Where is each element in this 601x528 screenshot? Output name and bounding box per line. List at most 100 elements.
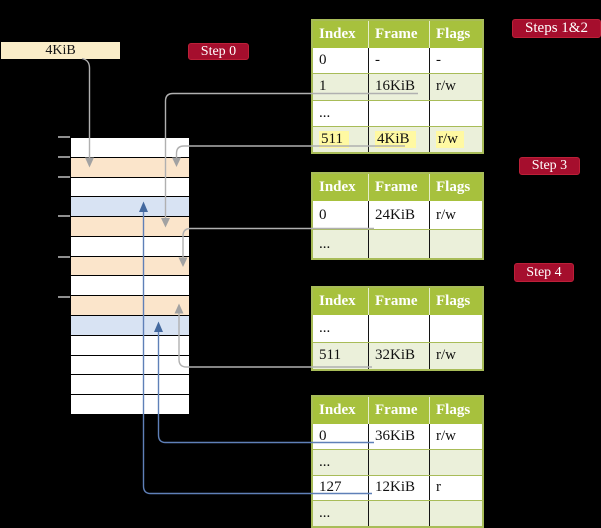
table-cell: 32KiB: [368, 342, 429, 369]
memory-row-white: [71, 138, 189, 158]
column-header-index: Index: [319, 293, 356, 309]
memory-row-white: [71, 177, 189, 198]
table-cell: 511: [319, 347, 341, 364]
table-cell: [429, 315, 482, 342]
step0-label: Step 0: [200, 43, 237, 59]
table-cell: 12KiB: [368, 475, 429, 501]
table-cell: ...: [319, 453, 331, 470]
table-cell: [429, 230, 482, 258]
column-header-flags: Flags: [429, 21, 482, 48]
table-cell: 4KiB: [368, 126, 429, 152]
table-row: 0 --: [313, 48, 482, 74]
memory-stack: [70, 137, 190, 415]
table-cell: [368, 315, 429, 342]
table-cell: r/w: [429, 424, 482, 449]
frame-size-box: 4KiB: [1, 42, 120, 59]
tick-mark: [58, 136, 70, 138]
memory-row-peach: [71, 157, 189, 178]
table-cell: ...: [319, 104, 331, 121]
memory-row-blue: [71, 316, 189, 336]
highlighted-value: r/w: [436, 130, 464, 148]
table-cell: [429, 449, 482, 475]
column-header-index: Index: [319, 179, 356, 195]
table-cell: 36KiB: [368, 424, 429, 449]
memory-row-white: [71, 236, 189, 257]
step3-label: Step 3: [531, 158, 568, 173]
memory-row-white: [71, 375, 189, 396]
column-header-index: Index: [319, 402, 356, 418]
memory-row-white: [71, 355, 189, 376]
column-header-frame: Frame: [368, 21, 429, 48]
table-row: ...: [313, 448, 482, 475]
table-row: ...: [313, 500, 482, 526]
table-cell: [368, 449, 429, 475]
table-cell: 16KiB: [368, 74, 429, 100]
tick-mark: [58, 215, 70, 217]
step3-chip: Step 3: [519, 157, 580, 175]
table-row: ...: [313, 229, 482, 258]
column-header-frame: Frame: [368, 397, 429, 424]
tick-mark: [58, 176, 70, 178]
table-cell: ...: [319, 505, 331, 522]
table-row: ...: [313, 315, 482, 342]
table-cell: 0: [319, 52, 327, 69]
table-cell: -: [368, 48, 429, 74]
table-cell: [368, 230, 429, 258]
table-cell: r/w: [429, 342, 482, 369]
memory-row-peach: [71, 256, 189, 277]
table-cell: ...: [319, 319, 331, 336]
table-cell: 127: [319, 479, 342, 496]
tick-mark: [58, 256, 70, 258]
step4-label: Step 4: [526, 264, 562, 280]
highlighted-value: 4KiB: [375, 130, 416, 148]
table-cell: [368, 501, 429, 526]
table-cell: r: [429, 475, 482, 501]
memory-row-white: [71, 276, 189, 297]
highlighted-value: 511: [319, 130, 349, 148]
column-header-flags: Flags: [429, 174, 482, 201]
frame-size-label: 4KiB: [45, 42, 76, 58]
table-cell: 0: [319, 427, 327, 444]
steps-1-2-chip: Steps 1&2: [512, 19, 601, 38]
table-cell: r/w: [429, 126, 482, 152]
table-cell: 0: [319, 206, 327, 223]
column-header-frame: Frame: [368, 174, 429, 201]
table-cell: [429, 501, 482, 526]
table-cell: 1: [319, 78, 327, 95]
table-cell: r/w: [429, 201, 482, 229]
table-cell: r/w: [429, 74, 482, 100]
column-header-flags: Flags: [429, 288, 482, 315]
table-cell: ...: [319, 235, 331, 252]
memory-row-peach: [71, 296, 189, 317]
memory-row-white: [71, 335, 189, 356]
table-cell: [429, 100, 482, 126]
memory-row-peach: [71, 217, 189, 237]
table-cell: -: [429, 48, 482, 74]
table-row: 511 4KiB r/w: [313, 125, 482, 152]
table-cell: 511: [313, 127, 368, 152]
step0-chip: Step 0: [188, 43, 249, 60]
table-cell: 24KiB: [368, 201, 429, 229]
column-header-flags: Flags: [429, 397, 482, 424]
tick-mark: [58, 156, 70, 158]
table-cell: [368, 100, 429, 126]
memory-row-blue: [71, 197, 189, 218]
table-row: ...: [313, 99, 482, 126]
memory-row-white: [71, 395, 189, 414]
step4-chip: Step 4: [514, 263, 574, 282]
column-header-frame: Frame: [368, 288, 429, 315]
tick-mark: [58, 296, 70, 298]
steps-1-2-label: Steps 1&2: [525, 20, 588, 36]
